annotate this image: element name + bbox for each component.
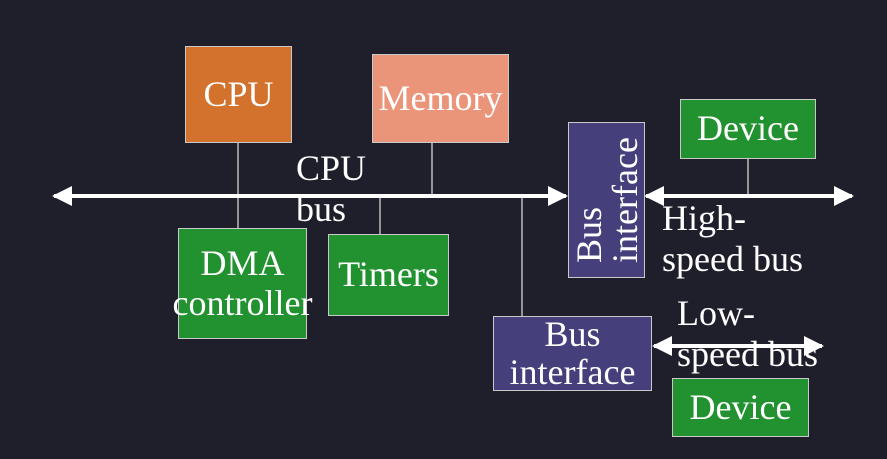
dma-label-line2: controller (172, 282, 313, 323)
low-speed-bus-label-line2: speed bus (677, 334, 818, 375)
memory-box: Memory (372, 54, 509, 143)
lower-device-label: Device (689, 386, 792, 427)
cpu-bus-label-line2: bus (296, 189, 347, 230)
dma-label-line1: DMA (200, 242, 285, 283)
cpu-label: CPU (203, 73, 274, 114)
lower-device-box: Device (672, 378, 809, 437)
high-speed-bus-label-line2: speed bus (662, 239, 803, 280)
upper-device-label: Device (697, 108, 799, 149)
lower-bus-interface-box: Bus interface (493, 313, 652, 392)
lower-bus-interface-line2: interface (509, 351, 636, 392)
upper-bus-interface-box: Bus interface (568, 122, 645, 278)
dma-controller-box: DMA controller (173, 228, 312, 339)
timers-box: Timers (328, 234, 449, 316)
cpu-bus-label: CPU bus (296, 148, 366, 231)
high-speed-bus-label-line1: High- (662, 198, 746, 238)
high-speed-bus-label: High- speed bus (662, 198, 803, 281)
low-speed-bus-label: Low- speed bus (677, 293, 818, 376)
cpu-box: CPU (185, 46, 292, 143)
upper-bus-interface-line2: interface (604, 137, 645, 263)
low-speed-bus-label-line1: Low- (677, 293, 755, 333)
timers-label: Timers (338, 254, 439, 295)
lower-bus-interface-line1: Bus (544, 313, 601, 354)
upper-bus-interface-line1: Bus (568, 206, 609, 263)
upper-device-box: Device (680, 99, 816, 159)
upper-bus-interface-label: Bus interface (568, 137, 645, 263)
memory-label: Memory (378, 77, 503, 118)
cpu-bus-label-line1: CPU (296, 148, 367, 188)
